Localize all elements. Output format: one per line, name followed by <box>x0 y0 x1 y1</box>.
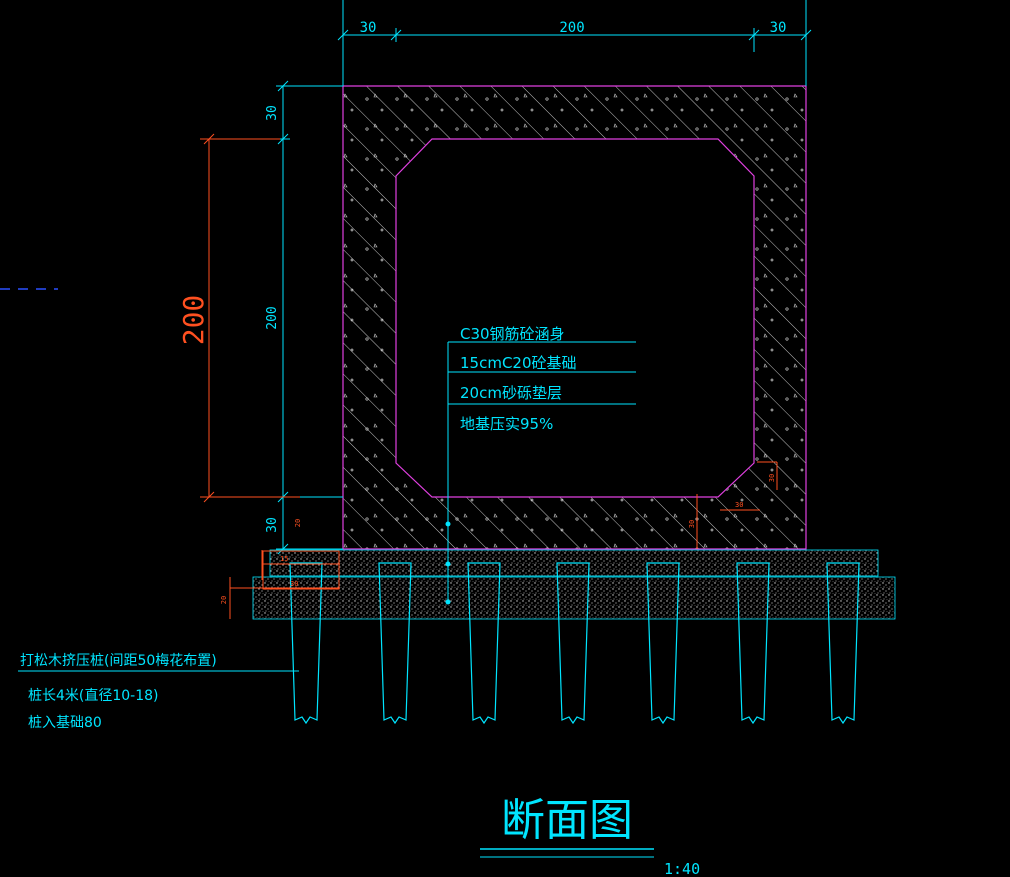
pile-3 <box>467 562 501 725</box>
dim-base-b: 15 <box>280 555 288 563</box>
callout-compaction: 地基压实95% <box>460 415 553 433</box>
left-dimensions <box>276 80 343 555</box>
pile-note-line2: 桩长4米(直径10-18) <box>28 687 159 704</box>
dim-wing-bottom: 30 <box>290 580 298 588</box>
dim-left-top: 30 <box>265 105 280 121</box>
culvert-outer <box>342 85 807 550</box>
wall-hatch <box>343 86 806 549</box>
pile-note-line3: 桩入基础80 <box>28 714 102 731</box>
culvert-body <box>342 85 807 550</box>
dim-top-left: 30 <box>360 20 377 36</box>
pile-note-line1: 打松木挤压桩(间距50梅花布置) <box>20 652 217 669</box>
dim-left-middle: 200 <box>265 306 280 329</box>
callout-c20-base: 15cmC20砼基础 <box>460 354 577 372</box>
pile-4 <box>556 562 590 725</box>
dim-top-right: 30 <box>770 20 787 36</box>
drawing-title: 断面图 <box>501 795 633 846</box>
dim-left-overall: 200 <box>177 295 210 346</box>
foundation <box>252 549 896 620</box>
dim-wing: 30 <box>688 520 696 528</box>
top-dimensions <box>337 0 812 86</box>
callout-gravel-cushion: 20cm砂砾垫层 <box>460 384 562 402</box>
red-dimension <box>200 133 778 619</box>
pile-6 <box>736 562 770 725</box>
pile-5 <box>646 562 680 725</box>
dim-left-bottom: 30 <box>265 517 280 533</box>
pile-2 <box>378 562 412 725</box>
callout-leader <box>445 341 636 605</box>
callout-c30-body: C30钢筋砼涵身 <box>460 325 565 343</box>
drawing-scale: 1:40 <box>664 860 700 877</box>
gravel-cushion-layer <box>252 576 896 620</box>
dim-top-middle: 200 <box>559 20 584 36</box>
dim-base-a: 20 <box>294 519 302 527</box>
culvert-inner <box>395 138 755 498</box>
dim-base-c: 20 <box>220 596 228 604</box>
dim-fillet-h: 30 <box>735 501 743 509</box>
pile-7 <box>826 562 860 725</box>
dim-fillet-v: 30 <box>768 474 776 482</box>
